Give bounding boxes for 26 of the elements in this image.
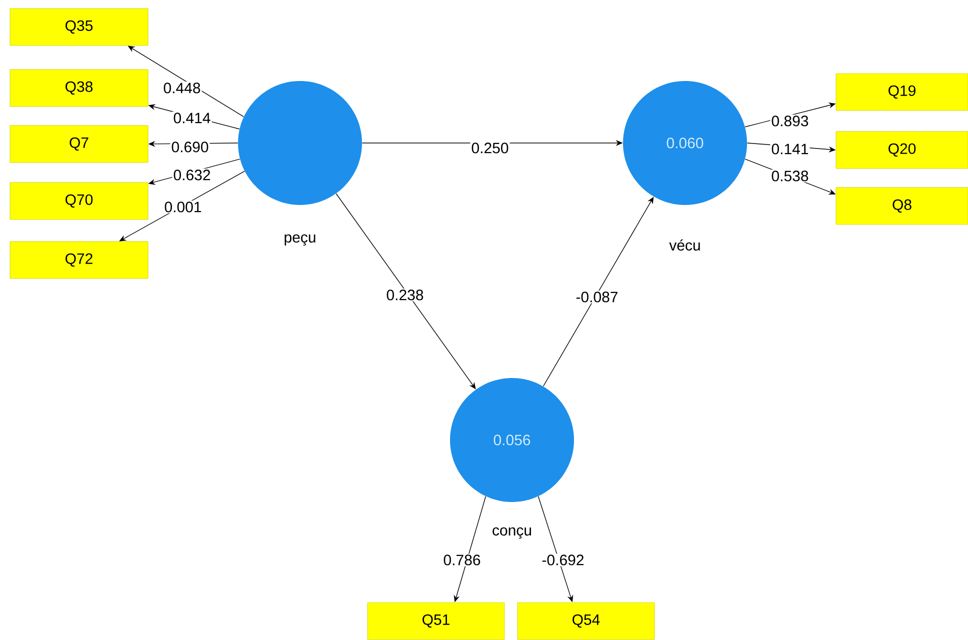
edge-label: 0.538: [770, 170, 810, 182]
indicator-box: Q7: [10, 125, 148, 163]
indicator-box: Q72: [10, 241, 148, 279]
edge-label: 0.448: [162, 82, 202, 94]
edge-label: 0.786: [442, 554, 482, 566]
indicator-box: Q20: [836, 131, 968, 169]
indicator-box: Q35: [10, 8, 148, 46]
edge-label: 0.632: [172, 168, 212, 182]
edge-label: 0.893: [770, 114, 810, 128]
edge-label: 0.141: [770, 142, 810, 156]
construct-name: vécu: [669, 239, 700, 251]
edge-label: 0.001: [163, 200, 203, 214]
edge-label: 0.238: [385, 288, 425, 302]
edge-label: -0.692: [540, 554, 586, 566]
indicator-box: Q70: [10, 182, 148, 220]
edge-label: 0.414: [172, 112, 212, 124]
edge-label: 0.250: [470, 142, 510, 154]
edge-label: -0.087: [574, 290, 620, 304]
indicator-box: Q8: [836, 187, 968, 225]
indicator-box: Q51: [367, 602, 505, 640]
indicator-box: Q54: [517, 602, 655, 640]
indicator-box: Q19: [836, 73, 968, 111]
construct-name: peçu: [284, 234, 316, 246]
construct-name: conçu: [492, 527, 532, 539]
indicator-box: Q38: [10, 69, 148, 107]
edge-label: 0.690: [170, 140, 210, 154]
